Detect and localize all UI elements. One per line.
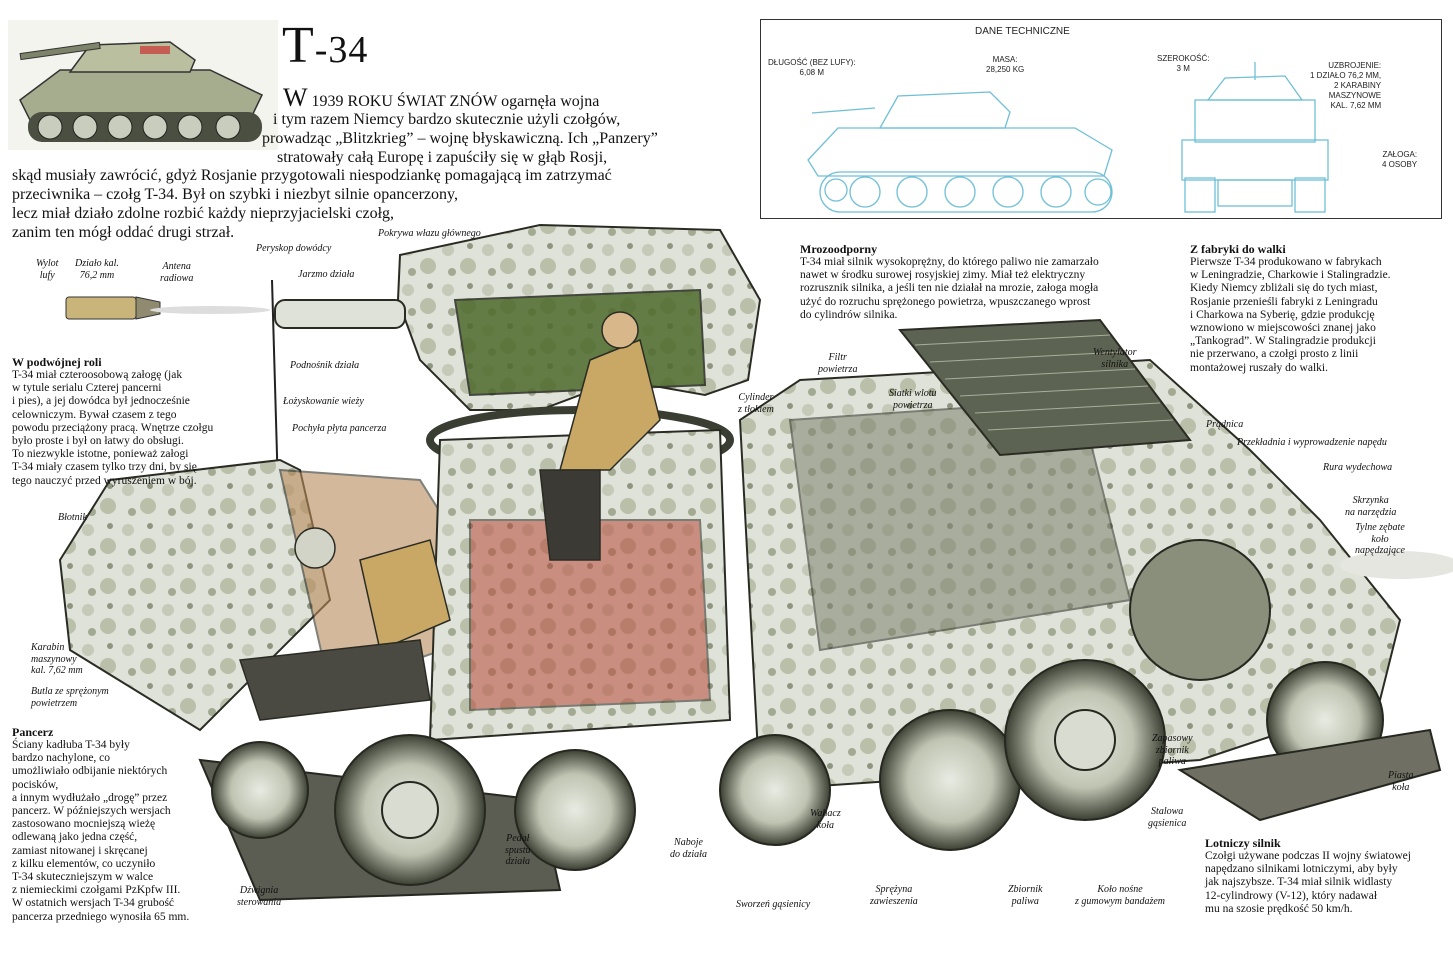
tank-photo: [8, 20, 278, 150]
callout-transmission: Przekładnia i wyprowadzenie napędu: [1237, 437, 1387, 448]
crew-figures: [238, 311, 661, 721]
intro-dropcap: W: [283, 83, 308, 112]
gun-shell: [65, 296, 270, 320]
section-double-role: W podwójnej roli T-34 miał czteroosobową…: [12, 355, 214, 487]
section-armor: Pancerz Ściany kadłuba T-34 były bardzo …: [12, 725, 190, 923]
road-wheels: [198, 539, 1442, 902]
spec-length: DŁUGOŚĆ (BEZ LUFY):6,08 M: [768, 58, 856, 77]
spec-heading: DANE TECHNICZNE: [975, 26, 1070, 37]
section-aero-engine: Lotniczy silnik Czołgi używane podczas I…: [1205, 836, 1411, 915]
section-factories: Z fabryki do walki Pierwsze T-34 produko…: [1190, 242, 1391, 374]
callout-exhaust: Rura wydechowa: [1323, 462, 1393, 473]
spec-crew: ZAŁOGA:4 OSOBY: [1382, 150, 1418, 169]
spec-width: SZEROKOŚĆ:3 M: [1157, 54, 1210, 73]
callout-mantlet: Jarzmo działa: [298, 269, 355, 280]
callout-fender: Błotnik: [58, 512, 87, 523]
spec-mass: MASA:28,250 KG: [986, 55, 1025, 74]
callout-gun: Działo kal.76,2 mm: [75, 258, 119, 281]
technical-data-box: [760, 19, 1442, 219]
blueprint-front-view: [1181, 62, 1329, 213]
callout-periscope: Peryskop dowódcy: [256, 243, 332, 254]
section-frost-resistant: Mrozoodporny T-34 miał silnik wysokopręż…: [800, 242, 1099, 321]
callout-hatch: Pokrywa włazu głównego: [378, 228, 481, 239]
blueprint-side-view: [807, 91, 1113, 213]
callout-gun-elevator: Podnośnik działa: [290, 360, 360, 371]
page-title: T-34: [282, 17, 369, 74]
radio-antenna: [271, 279, 279, 491]
spec-armament: UZBROJENIE: 1 DZIAŁO 76,2 MM, 2 KARABINY…: [1310, 61, 1382, 110]
callout-generator: Prądnica: [1206, 419, 1244, 430]
callout-sloped-plate: Pochyła płyta pancerza: [292, 423, 387, 434]
callout-turret-bearing: Łożyskowanie wieży: [283, 396, 364, 407]
callout-track-pin: Sworzeń gąsienicy: [736, 899, 811, 910]
